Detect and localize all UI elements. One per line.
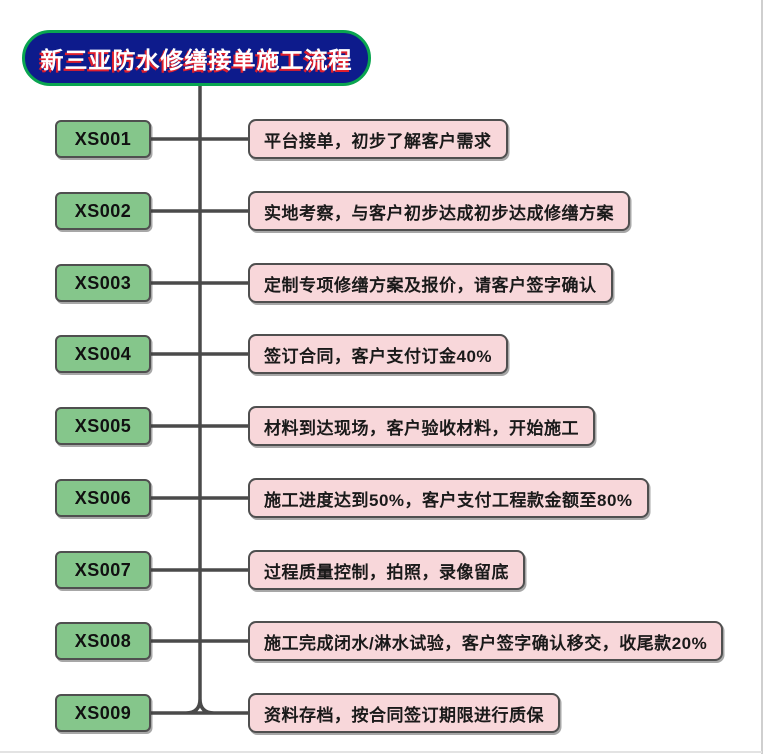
step-code-box: XS001 [55, 120, 151, 158]
flow-step-row: XS008 施工完成闭水/淋水试验，客户签字确认移交，收尾款20% [0, 621, 767, 661]
step-code-box: XS009 [55, 694, 151, 732]
flow-step-row: XS009 资料存档，按合同签订期限进行质保 [0, 693, 767, 733]
flow-step-row: XS004 签订合同，客户支付订金40% [0, 334, 767, 374]
step-desc-label: 平台接单，初步了解客户需求 [264, 131, 492, 151]
step-desc-box: 签订合同，客户支付订金40% [248, 334, 509, 374]
step-code-box: XS005 [55, 407, 151, 445]
step-code-label: XS006 [74, 487, 132, 508]
flow-step-row: XS005 材料到达现场，客户验收材料，开始施工 [0, 406, 767, 446]
step-desc-box: 施工完成闭水/淋水试验，客户签字确认移交，收尾款20% [248, 621, 724, 661]
step-desc-box: 资料存档，按合同签订期限进行质保 [248, 693, 560, 733]
canvas-right-edge [761, 0, 763, 754]
step-code-label: XS009 [74, 702, 132, 723]
flow-step-row: XS007 过程质量控制，拍照，录像留底 [0, 550, 767, 590]
flow-step-row: XS003 定制专项修缮方案及报价，请客户签字确认 [0, 263, 767, 303]
step-code-label: XS008 [74, 630, 132, 651]
step-code-box: XS007 [55, 551, 151, 589]
step-code-label: XS004 [74, 343, 132, 364]
step-code-box: XS003 [55, 264, 151, 302]
step-desc-label: 施工完成闭水/淋水试验，客户签字确认移交，收尾款20% [264, 633, 708, 653]
step-code-label: XS005 [74, 415, 132, 436]
step-desc-box: 定制专项修缮方案及报价，请客户签字确认 [248, 263, 613, 303]
step-desc-box: 过程质量控制，拍照，录像留底 [248, 550, 525, 590]
step-desc-box: 平台接单，初步了解客户需求 [248, 119, 508, 159]
step-code-box: XS004 [55, 335, 151, 373]
flow-step-row: XS006 施工进度达到50%，客户支付工程款金额至80% [0, 478, 767, 518]
step-code-label: XS003 [74, 272, 132, 293]
flow-step-row: XS001 平台接单，初步了解客户需求 [0, 119, 767, 159]
step-code-box: XS008 [55, 622, 151, 660]
step-desc-label: 资料存档，按合同签订期限进行质保 [264, 705, 544, 725]
canvas-bottom-edge [0, 751, 762, 753]
step-desc-label: 施工进度达到50%，客户支付工程款金额至80% [264, 490, 633, 510]
step-desc-label: 实地考察，与客户初步达成初步达成修缮方案 [264, 203, 614, 223]
step-desc-box: 施工进度达到50%，客户支付工程款金额至80% [248, 478, 649, 518]
flow-step-row: XS002 实地考察，与客户初步达成初步达成修缮方案 [0, 191, 767, 231]
step-code-label: XS002 [74, 200, 132, 221]
step-desc-box: 实地考察，与客户初步达成初步达成修缮方案 [248, 191, 630, 231]
flowchart-title-text: 新三亚防水修缮接单施工流程 [40, 47, 353, 73]
step-desc-label: 材料到达现场，客户验收材料，开始施工 [264, 418, 579, 438]
step-code-box: XS002 [55, 192, 151, 230]
step-desc-label: 签订合同，客户支付订金40% [264, 346, 493, 366]
step-desc-label: 定制专项修缮方案及报价，请客户签字确认 [264, 275, 597, 295]
step-code-box: XS006 [55, 479, 151, 517]
step-code-label: XS007 [74, 559, 132, 580]
step-desc-label: 过程质量控制，拍照，录像留底 [264, 562, 509, 582]
step-desc-box: 材料到达现场，客户验收材料，开始施工 [248, 406, 595, 446]
step-code-label: XS001 [74, 128, 132, 149]
flowchart-title: 新三亚防水修缮接单施工流程 [22, 30, 371, 86]
